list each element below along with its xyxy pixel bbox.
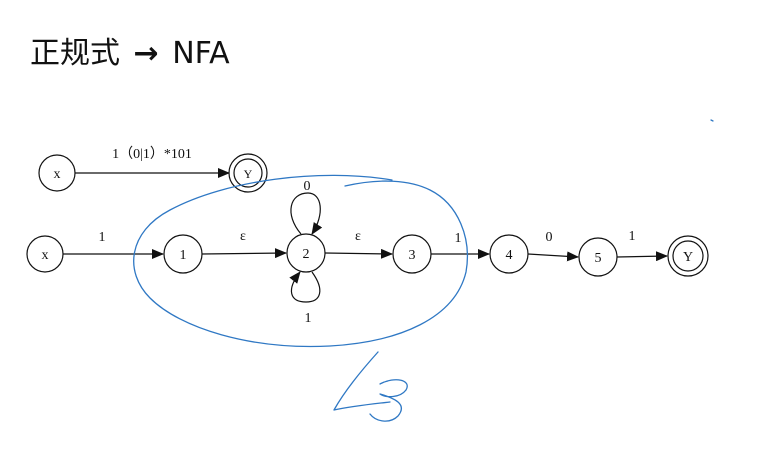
edge-4-5 bbox=[527, 251, 579, 262]
edge-2-3 bbox=[324, 248, 393, 259]
top-diagram: x 1（0|1）*101 Y bbox=[38, 146, 268, 193]
title-left: 正规式 bbox=[30, 36, 120, 71]
edge-5-Y-label: 1 bbox=[629, 229, 636, 244]
state-2-label: 2 bbox=[303, 247, 310, 262]
edge-1-2-label: ε bbox=[240, 229, 246, 244]
state-5-label: 5 bbox=[595, 251, 602, 266]
edge-x-1-label: 1 bbox=[99, 230, 106, 245]
top-end-state-outer bbox=[228, 153, 268, 193]
state-Y-label: Y bbox=[683, 250, 693, 265]
slide-title: 正规式 → NFA bbox=[30, 28, 230, 72]
edge-1-2 bbox=[201, 248, 287, 259]
title-arrow: → bbox=[133, 36, 159, 71]
edge-4-5-label: 0 bbox=[546, 230, 553, 245]
self-loop-bottom-label: 1 bbox=[305, 311, 312, 326]
handwritten-annotation bbox=[133, 119, 714, 422]
self-loop-top-label: 0 bbox=[304, 179, 311, 194]
state-3-label: 3 bbox=[409, 248, 416, 263]
top-edge-label: 1（0|1）*101 bbox=[112, 146, 192, 162]
blue-ellipse-annotation bbox=[133, 174, 468, 348]
self-loop-bottom bbox=[289, 271, 321, 303]
state-Y-outer bbox=[667, 235, 709, 277]
blue-dot-mark bbox=[710, 119, 714, 122]
self-loop-top bbox=[290, 192, 323, 235]
state-4-label: 4 bbox=[506, 248, 513, 263]
blue-scribble-mark bbox=[369, 379, 408, 422]
top-end-state-inner bbox=[233, 158, 263, 188]
top-start-label: x bbox=[54, 167, 61, 182]
state-x-label: x bbox=[42, 248, 49, 263]
state-1-label: 1 bbox=[180, 248, 187, 263]
title-right: NFA bbox=[172, 36, 230, 71]
top-end-label: Y bbox=[244, 167, 253, 181]
edge-2-3-label: ε bbox=[355, 229, 361, 244]
blue-bracket-mark bbox=[333, 351, 391, 411]
edge-5-Y bbox=[616, 251, 668, 262]
state-Y-inner bbox=[672, 240, 704, 272]
edge-3-4-label: 1 bbox=[455, 231, 462, 246]
nfa-main: x 1 2 3 4 5 Y 1 ε ε 1 0 1 0 1 bbox=[26, 179, 709, 326]
